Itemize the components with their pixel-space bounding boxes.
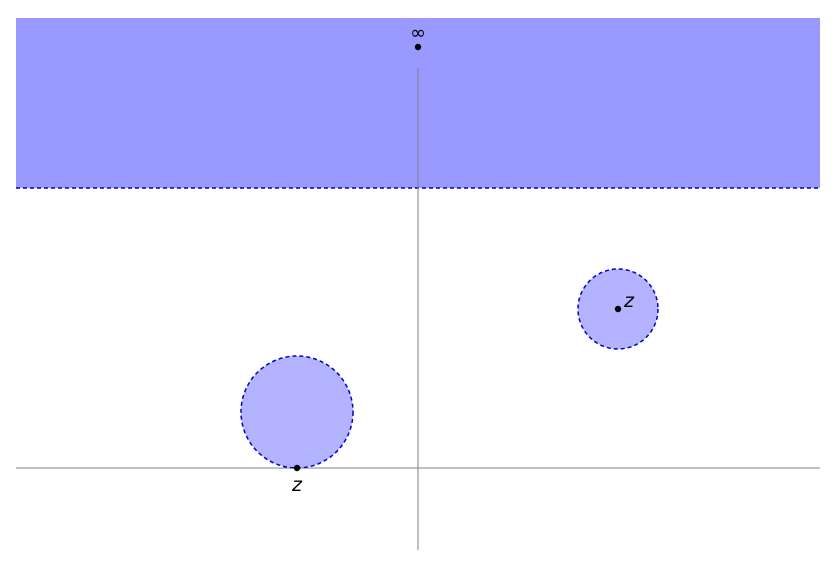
- infinity-label: ∞: [410, 22, 426, 44]
- boundary-point-z: [293, 464, 301, 472]
- interior-point-z: [614, 305, 622, 313]
- boundary-z-label: z: [291, 474, 303, 496]
- interior-z-label: z: [623, 290, 635, 312]
- tangent-disc: [240, 355, 354, 469]
- infinity-point: [414, 43, 422, 51]
